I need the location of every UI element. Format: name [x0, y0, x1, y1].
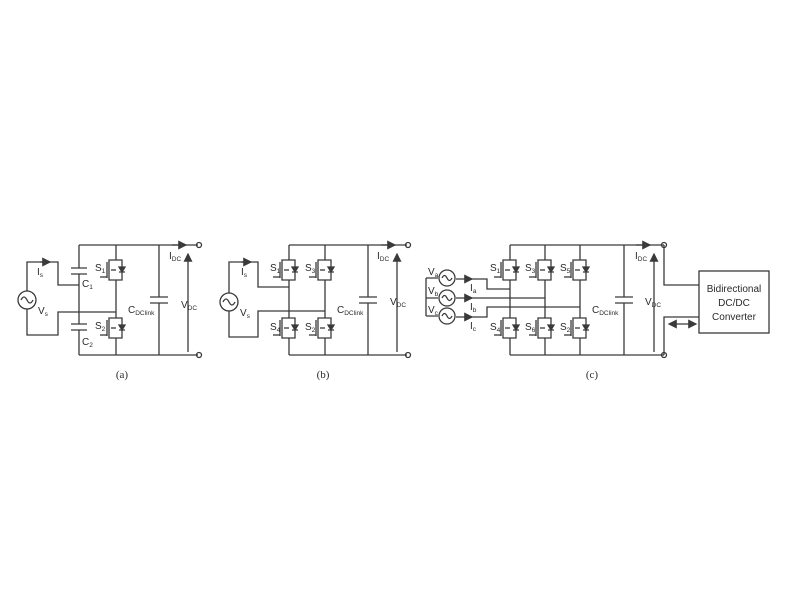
label-idc: IDC [169, 251, 181, 263]
label-s2: S2 [95, 321, 106, 333]
terminal-negative [404, 351, 412, 359]
label-s4: S4 [270, 322, 281, 334]
caption-b: (b) [317, 369, 330, 381]
label-vdc: VDC [390, 297, 406, 309]
capacitor-dclink [359, 296, 377, 304]
label-ib: Ib [470, 302, 477, 314]
label-s1: S1 [270, 263, 281, 275]
capacitor-dclink [615, 296, 633, 304]
terminal-positive [195, 241, 203, 249]
terminal-positive [404, 241, 412, 249]
label-vb: Vb [428, 286, 439, 298]
label-s5: S5 [560, 263, 571, 275]
switch-leg [100, 245, 127, 355]
label-s1: S1 [490, 263, 501, 275]
panel-a: Is Vs C1 C2 S1 S2 CDClink IDC VDC (a) [17, 240, 203, 381]
panel-c: Bidirectional DC/DC Converter Va Vb Vc I… [425, 240, 770, 381]
label-s4: S4 [490, 322, 501, 334]
ac-source-icon [438, 269, 456, 287]
caption-a: (a) [116, 369, 129, 381]
label-s6: S6 [525, 322, 536, 334]
mosfet-switch-icon [273, 317, 300, 339]
ac-source-icon [438, 307, 456, 325]
bidirectional-dcdc-converter-block: Bidirectional DC/DC Converter [698, 270, 770, 334]
converter-line3: Converter [712, 312, 757, 323]
label-ia: Ia [470, 283, 477, 295]
label-vdc: VDC [645, 297, 661, 309]
capacitor-c2 [71, 323, 87, 331]
label-cdclink: CDClink [592, 305, 619, 317]
mosfet-switch-icon [529, 259, 556, 281]
label-s2: S2 [305, 322, 316, 334]
switch-leg [273, 245, 300, 355]
label-cdclink: CDClink [128, 305, 155, 317]
wires [425, 244, 699, 356]
terminal-positive [660, 241, 668, 249]
panel-b: Is Vs S1 S3 S4 S2 CDClink IDC VDC (b) [219, 240, 412, 381]
label-s2: S2 [560, 322, 571, 334]
terminal-negative [195, 351, 203, 359]
label-s3: S3 [305, 263, 316, 275]
ac-source-icon [438, 289, 456, 307]
switch-leg [309, 245, 336, 355]
mosfet-switch-icon [309, 317, 336, 339]
label-s3: S3 [525, 263, 536, 275]
label-c2: C2 [82, 337, 93, 349]
label-idc: IDC [377, 251, 389, 263]
terminal-negative [660, 351, 668, 359]
mosfet-switch-icon [564, 259, 591, 281]
converter-line1: Bidirectional [707, 284, 761, 295]
mosfet-switch-icon [494, 317, 521, 339]
label-vdc: VDC [181, 300, 197, 312]
label-vs: Vs [240, 308, 251, 320]
label-vc: Vc [428, 305, 439, 317]
switch-leg [494, 245, 521, 355]
mosfet-switch-icon [494, 259, 521, 281]
converter-line2: DC/DC [718, 298, 750, 309]
label-vs: Vs [38, 306, 49, 318]
capacitor-c1 [71, 267, 87, 275]
mosfet-switch-icon [100, 259, 127, 281]
label-c1: C1 [82, 279, 93, 291]
label-idc: IDC [635, 251, 647, 263]
label-is: Is [241, 267, 248, 279]
mosfet-switch-icon [309, 259, 336, 281]
label-cdclink: CDClink [337, 305, 364, 317]
ac-source-icon [17, 290, 37, 310]
mosfet-switch-icon [273, 259, 300, 281]
mosfet-switch-icon [564, 317, 591, 339]
caption-c: (c) [586, 369, 599, 381]
label-ic: Ic [470, 321, 477, 333]
label-s1: S1 [95, 263, 106, 275]
ac-source-icon [219, 292, 239, 312]
switch-leg [564, 245, 591, 355]
capacitor-dclink [150, 296, 168, 304]
label-va: Va [428, 267, 439, 279]
mosfet-switch-icon [529, 317, 556, 339]
label-is: Is [37, 267, 44, 279]
switch-leg [529, 245, 556, 355]
mosfet-switch-icon [100, 317, 127, 339]
